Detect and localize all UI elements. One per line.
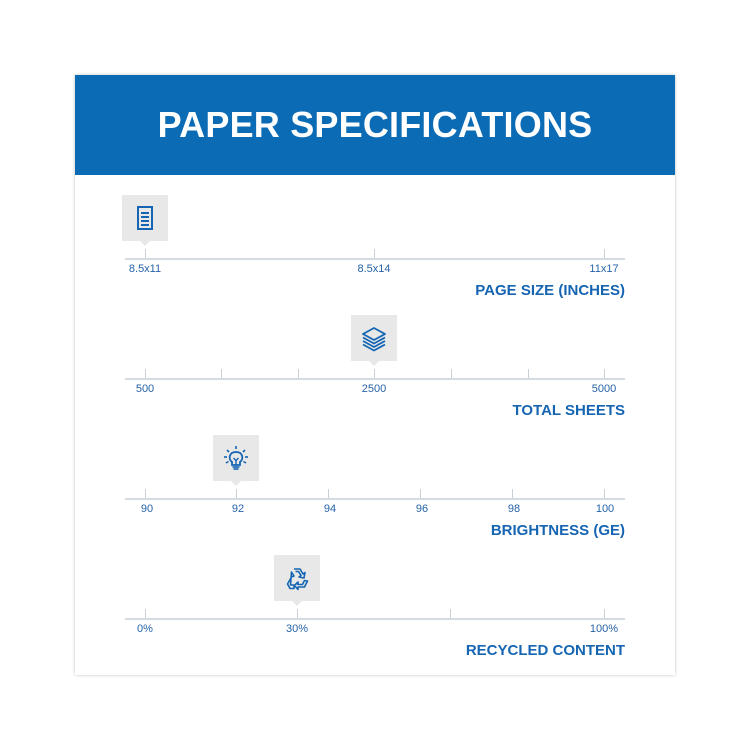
tick: [328, 489, 329, 498]
total-sheets-scale: 500 2500 5000 TOTAL SHEETS: [125, 315, 625, 425]
document-icon: [137, 206, 153, 230]
tick: [298, 369, 299, 378]
tick-label: 100%: [589, 623, 619, 635]
paper-stack-icon: [362, 327, 386, 352]
tick-label: 96: [415, 503, 429, 515]
tick-label: 2500: [361, 383, 387, 395]
tick-label: 500: [135, 383, 155, 395]
tick: [374, 369, 375, 378]
tick-label: 94: [323, 503, 337, 515]
page-title: PAPER SPECIFICATIONS: [157, 104, 593, 145]
tick: [374, 249, 375, 258]
spec-card: PAPER SPECIFICATIONS 8.5x11 8.5x14 11x17…: [75, 75, 675, 675]
tick-label: 90: [140, 503, 154, 515]
tick: [221, 369, 222, 378]
recycled-scale: 0% 30% 100% RECYCLED CONTENT: [125, 555, 625, 665]
tick: [604, 249, 605, 258]
tick: [145, 369, 146, 378]
tick: [604, 369, 605, 378]
page-size-marker: [122, 195, 168, 246]
tick-label: 100: [595, 503, 615, 515]
tick-label: 11x17: [589, 263, 619, 275]
tick: [512, 489, 513, 498]
scale-title: RECYCLED CONTENT: [465, 642, 625, 659]
brightness-scale: 90 92 94 96 98 100 BRIGHTNESS (GE): [125, 435, 625, 545]
recycled-marker: [274, 555, 320, 606]
lightbulb-icon: [224, 446, 248, 470]
tick: [451, 369, 452, 378]
axis-line: [125, 378, 625, 380]
tick-label: 5000: [591, 383, 617, 395]
tick: [297, 609, 298, 618]
axis-line: [125, 258, 625, 260]
tick: [145, 249, 146, 258]
total-sheets-marker: [351, 315, 397, 366]
tick: [145, 489, 146, 498]
tick-label: 8.5x11: [128, 263, 162, 275]
tick: [604, 489, 605, 498]
scale-title: BRIGHTNESS (GE): [490, 522, 625, 539]
tick-label: 92: [231, 503, 245, 515]
tick: [450, 609, 451, 618]
axis-line: [125, 498, 625, 500]
scale-title: TOTAL SHEETS: [512, 402, 625, 419]
scale-title: PAGE SIZE (INCHES): [475, 282, 625, 299]
tick: [420, 489, 421, 498]
tick: [236, 489, 237, 498]
tick: [604, 609, 605, 618]
brightness-marker: [213, 435, 259, 486]
header-banner: PAPER SPECIFICATIONS: [75, 75, 675, 175]
tick-label: 8.5x14: [357, 263, 391, 275]
axis-line: [125, 618, 625, 620]
recycle-icon: [286, 568, 309, 591]
page-size-scale: 8.5x11 8.5x14 11x17 PAGE SIZE (INCHES): [122, 195, 625, 305]
tick-label: 30%: [285, 623, 309, 635]
tick-label: 0%: [137, 623, 153, 635]
tick: [145, 609, 146, 618]
tick: [528, 369, 529, 378]
tick-label: 98: [507, 503, 521, 515]
